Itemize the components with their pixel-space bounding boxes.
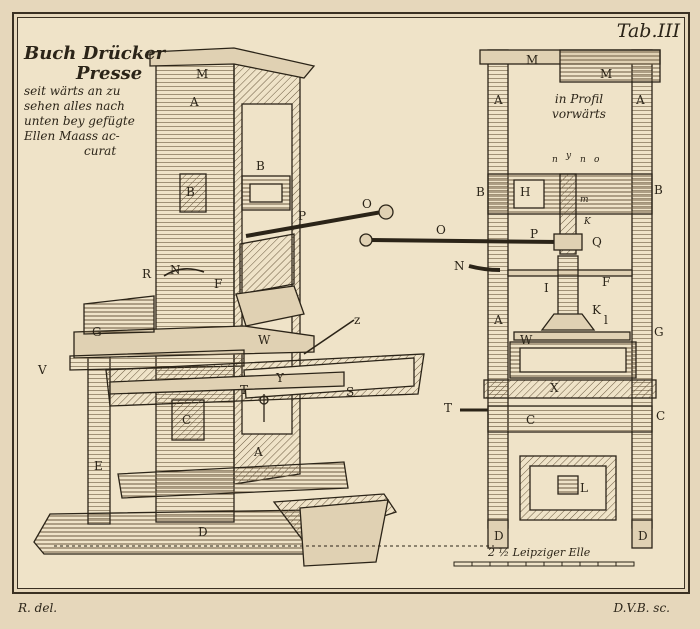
label-side-g: G [92, 325, 102, 339]
credit-engraver: D.V.B. sc. [613, 601, 670, 615]
label-front-m-left: M [526, 53, 539, 67]
label-front-a-mid: A [494, 313, 503, 327]
label-side-o: O [362, 197, 372, 211]
title-line-7: curat [84, 144, 117, 158]
label-front-k-top: K [584, 217, 591, 227]
front-view-press [359, 49, 661, 549]
label-side-s: S [346, 385, 355, 399]
title-line-3: seit wärts an zu [24, 84, 121, 98]
label-side-m: M [196, 67, 209, 81]
label-side-p: P [298, 209, 307, 223]
side-view-press [33, 47, 425, 567]
label-side-v: V [38, 363, 47, 377]
label-side-r: R [142, 267, 152, 281]
label-side-c: C [182, 413, 192, 427]
label-front-h: H [520, 185, 531, 199]
label-front-c-mid: C [526, 413, 536, 427]
label-front-c-right: C [656, 409, 666, 423]
label-front-k: K [592, 303, 601, 317]
label-front-m-small: m [580, 195, 589, 205]
label-front-f: F [602, 275, 611, 289]
label-front-b-right: B [654, 183, 663, 197]
profile-line-2: vorwärts [552, 107, 606, 121]
title-line-6: Ellen Maass ac- [24, 129, 120, 143]
label-side-b-post: B [256, 159, 265, 173]
label-side-e: E [94, 459, 103, 473]
label-side-a-top: A [190, 95, 199, 109]
tab-number: Tab.III [616, 20, 680, 42]
label-front-n1: n [552, 155, 558, 165]
label-side-n: N [170, 263, 181, 277]
label-front-o-bar: O [436, 223, 446, 237]
label-side-d: D [198, 525, 208, 539]
label-side-t: T [240, 383, 249, 397]
label-side-z: z [354, 313, 361, 327]
label-front-d-left: D [494, 529, 504, 543]
label-front-q: Q [592, 235, 602, 249]
credit-delineator: R. del. [18, 601, 58, 615]
label-side-y: Y [276, 371, 284, 385]
label-front-a-right: A [636, 93, 645, 107]
label-side-w: W [258, 333, 271, 347]
label-front-g: G [654, 325, 664, 339]
label-front-p: P [530, 227, 539, 241]
label-front-n: N [454, 259, 465, 273]
label-side-a-low: A [254, 445, 263, 459]
label-front-w: W [520, 333, 533, 347]
label-front-a-left: A [494, 93, 503, 107]
title-line-4: sehen alles nach [24, 99, 125, 113]
label-front-n2: n [580, 155, 586, 165]
label-front-x: X [550, 381, 559, 395]
engraving-plate: Buch Drücker Presse seit wärts an zu seh… [12, 12, 690, 594]
label-front-m-right: M [600, 67, 613, 81]
label-front-d-right: D [638, 529, 648, 543]
label-side-f: F [214, 277, 223, 291]
plate-title: Buch Drücker Presse seit wärts an zu seh… [24, 44, 174, 159]
label-front-l-small: l [604, 313, 608, 327]
profile-caption: in Profil vorwärts [524, 92, 634, 122]
scale-caption: 2 ½ Leipziger Elle [488, 546, 591, 559]
label-front-y: y [566, 151, 572, 161]
profile-line-1: in Profil [554, 92, 604, 106]
label-front-t: T [444, 401, 453, 415]
label-front-l: L [580, 481, 588, 495]
title-line-1: Buch Drücker [24, 43, 166, 64]
label-front-o: o [594, 155, 600, 165]
title-line-5: unten bey gefügte [24, 114, 135, 128]
label-front-b-left: B [476, 185, 485, 199]
scale-ruler [453, 561, 635, 567]
label-front-i: I [544, 281, 549, 295]
press-illustration [33, 47, 661, 567]
title-line-2: Presse [76, 63, 143, 84]
label-side-b-box: B [186, 185, 195, 199]
